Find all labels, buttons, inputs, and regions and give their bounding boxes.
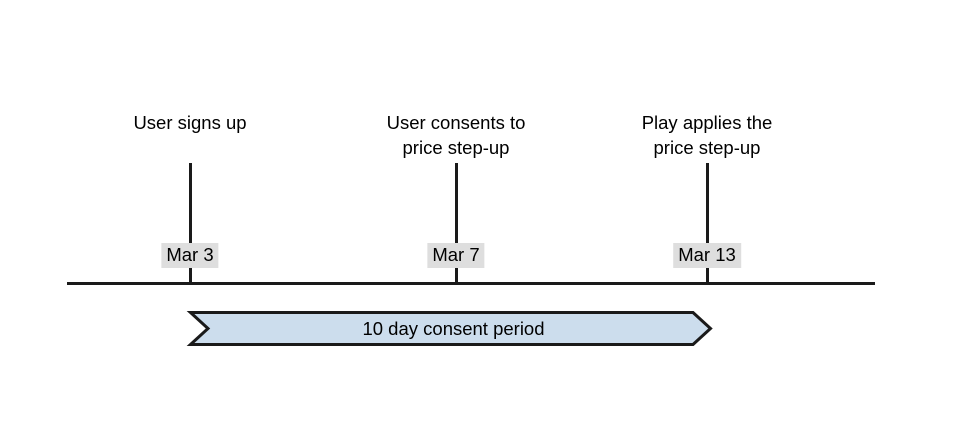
event-date-label: Mar 13 [673, 243, 741, 268]
event-tick-marker [706, 163, 709, 284]
event-caption-line: User signs up [133, 112, 247, 133]
arrow-ribbon-icon [186, 311, 713, 346]
event-date-label: Mar 7 [427, 243, 485, 268]
consent-period-band: 10 day consent period [186, 311, 713, 346]
event-caption: User signs up [133, 110, 246, 135]
event-caption-line: User consents to [386, 112, 526, 133]
event-tick-marker [189, 163, 192, 284]
consent-period-label: 10 day consent period [362, 317, 545, 339]
event-caption: Play applies the price step-up [642, 110, 773, 160]
event-date-label: Mar 3 [161, 243, 219, 268]
event-caption-line: price step-up [402, 137, 510, 158]
event-tick-marker [455, 163, 458, 284]
timeline-axis [67, 282, 875, 285]
event-caption: User consents to price step-up [387, 110, 526, 160]
event-caption-line: price step-up [653, 137, 761, 158]
event-caption-line: Play applies the [641, 112, 773, 133]
